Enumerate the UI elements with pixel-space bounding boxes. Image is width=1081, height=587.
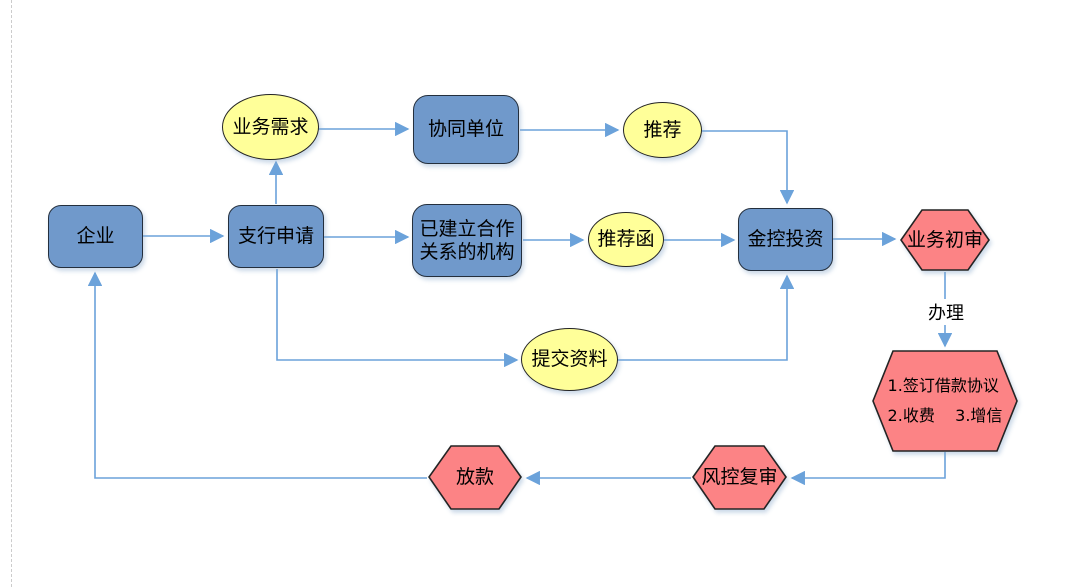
connector-recommend-to-jinkong xyxy=(702,130,795,205)
node-business-demand: 业务需求 xyxy=(222,94,319,160)
node-initial-review: 业务初审 xyxy=(900,209,990,271)
node-jinkong-investment: 金控投资 xyxy=(738,208,833,271)
agreement-steps-hexagon-shape xyxy=(872,350,1018,452)
node-risk-review: 风控复审 xyxy=(692,445,787,510)
connector-disbursement-to-enterprise xyxy=(87,271,427,479)
node-risk-review-label: 风控复审 xyxy=(701,466,778,489)
node-recommend: 推荐 xyxy=(623,102,702,158)
node-recommendation-letter-label: 推荐函 xyxy=(597,228,655,251)
agreement-step-line1: 1.签订借款协议 xyxy=(887,375,999,395)
connector-label-process: 办理 xyxy=(925,299,967,325)
node-branch-application-label: 支行申请 xyxy=(237,225,314,248)
node-initial-review-label: 业务初审 xyxy=(906,228,983,251)
node-loan-disbursement: 放款 xyxy=(428,445,522,510)
page-margin-guide xyxy=(11,0,12,587)
node-partner-institution-line1: 已建立合作 xyxy=(419,218,515,241)
loan-disbursement-hexagon-shape xyxy=(428,445,522,510)
node-loan-disbursement-label: 放款 xyxy=(455,466,494,489)
initial-review-hexagon-shape xyxy=(900,209,990,271)
node-submit-materials: 提交资料 xyxy=(521,328,618,391)
risk-review-hexagon-shape xyxy=(692,445,787,510)
node-recommendation-letter: 推荐函 xyxy=(588,212,664,267)
node-enterprise-label: 企业 xyxy=(76,225,115,248)
node-agreement-steps: 1.签订借款协议 2.收费 3.增信 xyxy=(872,350,1018,452)
connector-agreement-to-risk-review xyxy=(790,452,946,486)
node-jinkong-investment-label: 金控投资 xyxy=(747,228,824,251)
node-submit-materials-label: 提交资料 xyxy=(531,348,608,371)
node-recommend-label: 推荐 xyxy=(643,118,682,141)
node-partner-institution-line2: 关系的机构 xyxy=(419,240,515,263)
node-partner-institution: 已建立合作 关系的机构 xyxy=(412,204,522,277)
node-enterprise: 企业 xyxy=(48,205,143,268)
node-agreement-steps-lines: 1.签订借款协议 2.收费 3.增信 xyxy=(888,371,1003,432)
agreement-step-line2: 2.收费 3.增信 xyxy=(887,406,1003,425)
node-branch-application: 支行申请 xyxy=(228,205,324,268)
node-business-demand-label: 业务需求 xyxy=(232,115,309,138)
connector-submit-to-jinkong xyxy=(617,274,795,361)
node-cooperative-unit-label: 协同单位 xyxy=(427,118,504,141)
node-cooperative-unit: 协同单位 xyxy=(413,95,519,164)
connector-branch-to-submit xyxy=(276,269,519,368)
